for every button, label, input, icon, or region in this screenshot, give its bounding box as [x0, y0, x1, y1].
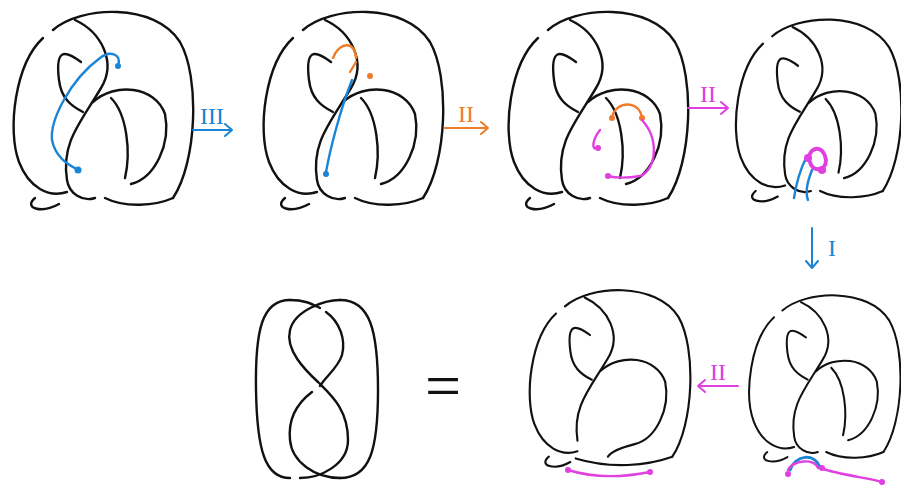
move-strand: [333, 45, 356, 58]
endpoint-dot: [115, 63, 121, 69]
equals-sign: =: [425, 354, 461, 418]
knot-diagram: [530, 290, 691, 466]
knot-strand: [289, 300, 348, 478]
endpoint-dot: [565, 467, 571, 473]
move-label: II: [700, 82, 716, 106]
endpoint-dot: [647, 469, 653, 475]
endpoint-dot: [785, 471, 791, 477]
knot-diagram: [749, 295, 900, 461]
move-strand: [788, 461, 882, 482]
knot-diagram: [509, 12, 689, 209]
endpoint-dot: [323, 171, 329, 177]
move-label: II: [710, 360, 726, 384]
move-strand: [326, 80, 352, 172]
knot-strand: [290, 312, 344, 478]
move-strand: [350, 62, 356, 72]
move-arrow: [806, 228, 818, 268]
endpoint-dot: [595, 145, 601, 151]
endpoint-dot: [879, 479, 885, 485]
move-label: II: [458, 102, 474, 126]
move-strand: [593, 120, 653, 178]
move-label: III: [200, 104, 224, 128]
knot-diagram: [264, 12, 444, 209]
move-strand: [52, 54, 119, 170]
knot-strand: [256, 300, 290, 478]
move-label: I: [828, 236, 836, 260]
endpoint-dot: [818, 166, 826, 174]
endpoint-dot: [75, 167, 82, 174]
knot-diagram: [736, 20, 901, 202]
endpoint-dot: [609, 115, 615, 121]
move-strand: [612, 105, 642, 119]
endpoint-dot: [804, 154, 812, 162]
endpoint-dot: [605, 173, 611, 179]
knot-diagram: [14, 12, 194, 209]
endpoint-dot: [367, 73, 373, 79]
endpoint-dot: [819, 465, 825, 471]
unknot-diagram: [256, 300, 378, 478]
move-strand: [568, 470, 650, 476]
move-strand: [794, 158, 812, 200]
